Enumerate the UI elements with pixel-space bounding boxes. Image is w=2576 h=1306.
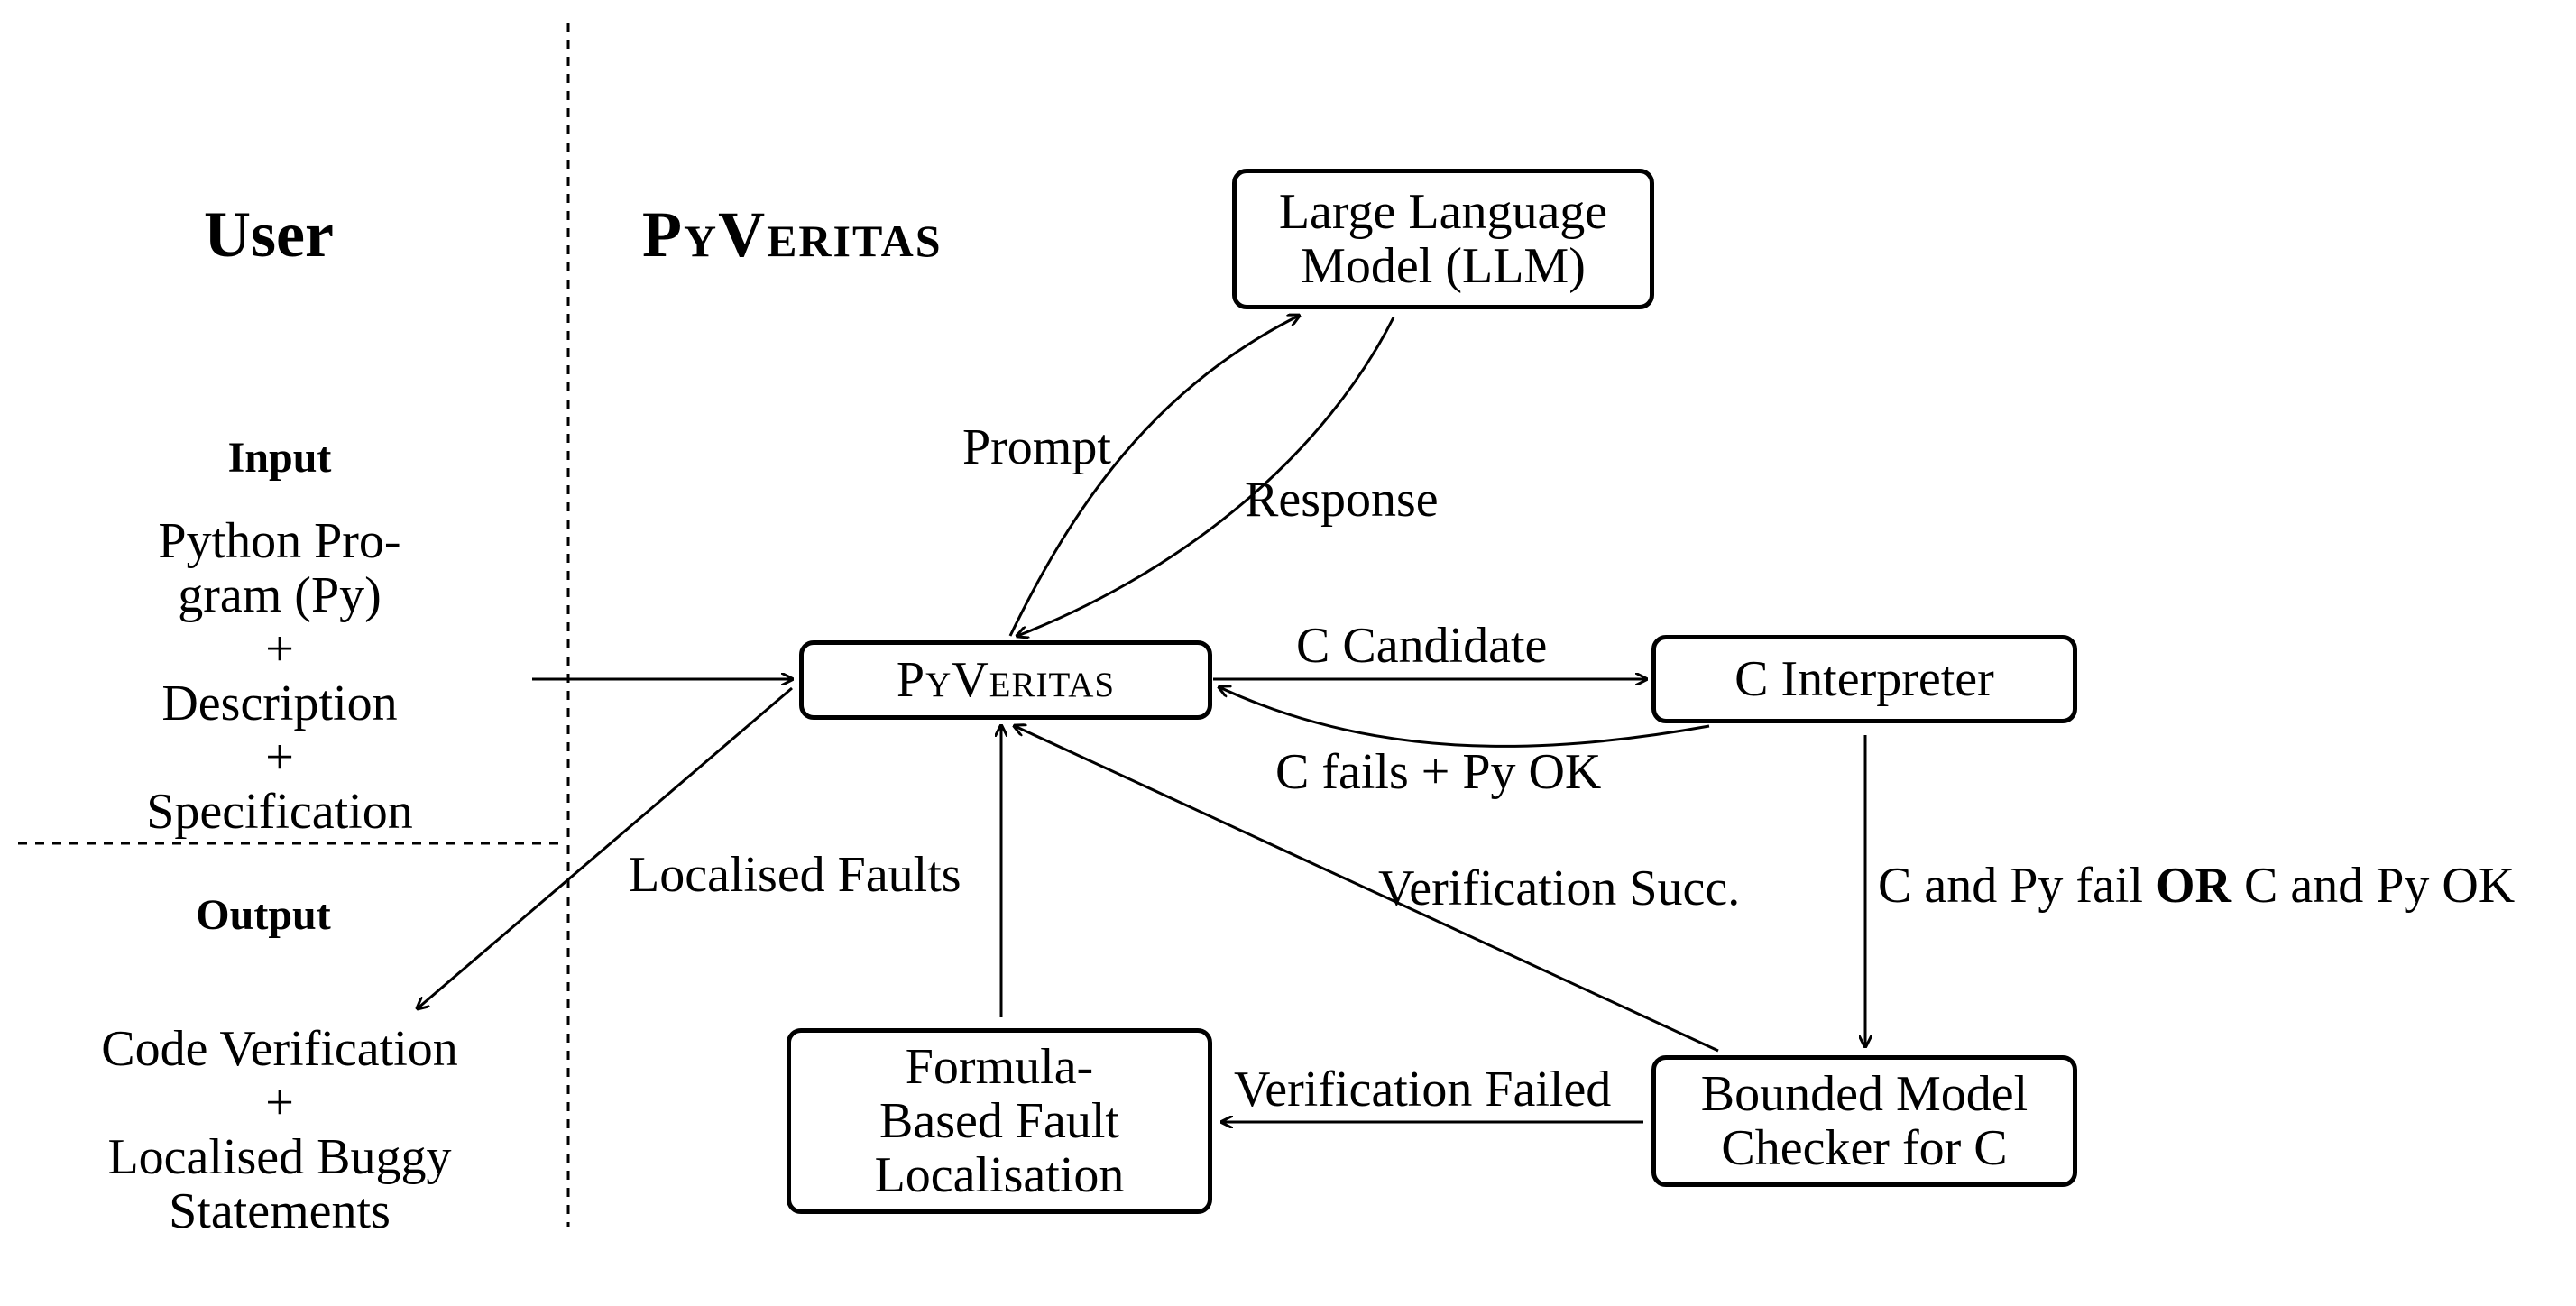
- edge-prompt: [1008, 316, 1299, 637]
- label-response: Response: [1245, 472, 1439, 528]
- pyveritas-heading: PyVeritas: [642, 198, 943, 271]
- input-line-3: +: [265, 621, 294, 677]
- label-c-and-py-fail: C and Py fail: [1878, 858, 2156, 914]
- edge-c-fails: [1219, 687, 1710, 748]
- edge-verification-succ: [1015, 726, 1719, 1053]
- edge-response: [1017, 317, 1395, 636]
- output-line-2: +: [265, 1075, 294, 1131]
- input-line-2: gram (Py): [178, 567, 382, 623]
- node-pyveritas: PyVeritas: [799, 640, 1212, 720]
- node-llm: Large Language Model (LLM): [1232, 169, 1654, 309]
- label-c-and-py-fail-or-c-and-py-ok: C and Py fail OR C and Py OK: [1878, 859, 2515, 913]
- input-line-6: Specification: [146, 784, 413, 840]
- label-verification-succ: Verification Succ.: [1378, 860, 1741, 916]
- node-c-interpreter: C Interpreter: [1651, 635, 2077, 723]
- label-localised-faults: Localised Faults: [629, 847, 961, 903]
- user-heading: User: [204, 198, 334, 271]
- input-line-1: Python Pro-: [158, 513, 401, 569]
- output-line-1: Code Verification: [101, 1021, 458, 1077]
- label-or: OR: [2155, 858, 2231, 914]
- edge-output: [418, 686, 793, 1008]
- label-verification-failed: Verification Failed: [1234, 1062, 1612, 1117]
- output-line-4: Statements: [169, 1183, 391, 1239]
- node-bounded-model-checker: Bounded Model Checker for C: [1651, 1055, 2077, 1187]
- output-line-3: Localised Buggy: [107, 1129, 452, 1185]
- label-c-fails-py-ok: C fails + Py OK: [1275, 744, 1602, 800]
- input-line-5: +: [265, 730, 294, 786]
- label-prompt: Prompt: [962, 419, 1111, 475]
- output-heading: Output: [196, 891, 331, 939]
- node-fault-localisation: Formula- Based Fault Localisation: [787, 1028, 1212, 1214]
- label-c-and-py-ok: C and Py OK: [2231, 858, 2516, 914]
- input-line-4: Description: [161, 676, 398, 731]
- input-heading: Input: [227, 434, 332, 482]
- label-c-candidate: C Candidate: [1296, 618, 1548, 674]
